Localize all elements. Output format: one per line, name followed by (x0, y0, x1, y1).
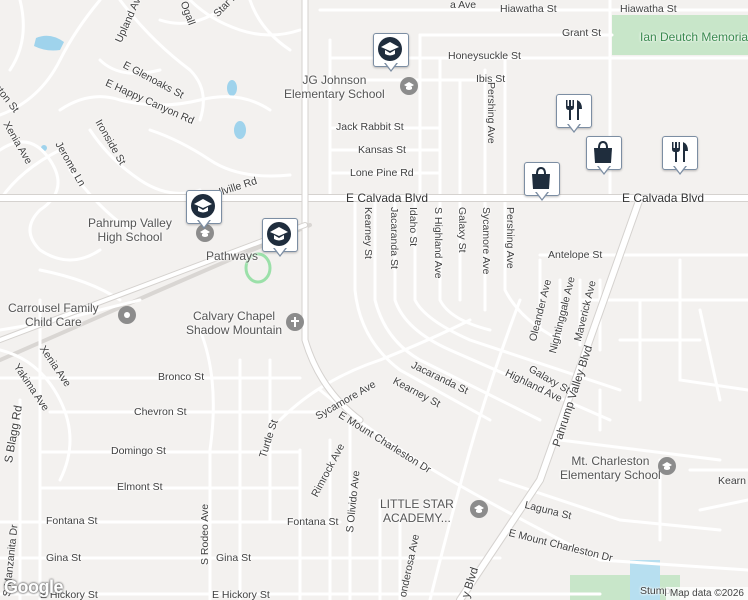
shopping-marker[interactable] (586, 136, 622, 178)
street-label: a Ave (450, 0, 477, 11)
street-label: E Hickory St (212, 589, 270, 600)
school-icon[interactable] (658, 457, 676, 475)
street-label: Stump (640, 585, 671, 597)
street-label: Elmont St (117, 481, 163, 493)
school-marker[interactable] (186, 190, 222, 232)
school-marker[interactable] (373, 33, 409, 75)
street-label: Fontana St (287, 516, 339, 528)
poi-name-jg-johnson[interactable]: JG Johnson Elementary School (284, 73, 385, 101)
street-label: E Hickory St (40, 589, 98, 600)
street-label: S Highland Ave (432, 207, 444, 279)
place-icon[interactable] (118, 306, 136, 324)
map-attribution[interactable]: Map data ©2026 (665, 587, 748, 600)
poi-name-carrousel[interactable]: Carrousel Family Child Care (8, 301, 99, 329)
poi-name-mt-charleston[interactable]: Mt. Charleston Elementary School (560, 454, 661, 482)
street-label: Grant St (562, 27, 602, 39)
street-label: Kansas St (358, 144, 406, 156)
school-marker[interactable] (262, 218, 298, 260)
street-label: Domingo St (111, 445, 166, 457)
poi-name-little-star[interactable]: LITTLE STAR ACADEMY... (380, 497, 454, 525)
street-label: Pershing Ave (485, 82, 497, 144)
street-label: Gina St (46, 552, 82, 564)
street-label: Antelope St (548, 249, 603, 261)
school-icon[interactable] (400, 77, 418, 95)
poi-name-calvary[interactable]: Calvary Chapel Shadow Mountain (186, 309, 283, 337)
street-label: Kearney St (362, 207, 374, 259)
shopping-bag-icon (532, 166, 550, 189)
street-label: Sycamore Ave (480, 207, 492, 275)
street-label: Hiawatha St (620, 3, 677, 15)
street-label: Bronco St (158, 371, 205, 383)
street-label: S Rodeo Ave (199, 503, 211, 565)
street-label: Galaxy St (456, 207, 468, 253)
restaurant-marker[interactable] (662, 136, 698, 178)
restaurant-icon (672, 142, 688, 162)
church-icon[interactable] (286, 313, 304, 331)
school-icon (378, 37, 402, 61)
poi-name-pathways[interactable]: Pathways (206, 249, 259, 263)
restaurant-marker[interactable] (556, 94, 592, 136)
poi-name-pahrump-high[interactable]: Pahrump Valley High School (88, 216, 172, 244)
street-label: Hiawatha St (500, 3, 557, 15)
street-label: Fontana St (46, 515, 98, 527)
shopping-bag-icon (594, 140, 612, 163)
street-label: Honeysuckle St (448, 50, 521, 62)
ian-deutch-park-area (612, 15, 748, 55)
poi-name-ian-deutch[interactable]: Ian Deutch Memorial Park (640, 30, 748, 44)
street-label: E Calvada Blvd (622, 191, 705, 205)
street-label: Kearn (718, 475, 747, 487)
street-label: Jacaranda St (388, 207, 400, 269)
shopping-marker[interactable] (524, 162, 560, 204)
school-icon (267, 222, 291, 246)
restaurant-icon (566, 100, 582, 120)
street-label: Chevron St (134, 406, 187, 418)
street-label: Jack Rabbit St (336, 121, 404, 133)
street-label: Pershing Ave (504, 207, 516, 269)
street-label: Ibis St (476, 73, 506, 85)
street-label: Lone Pine Rd (350, 167, 414, 179)
school-icon (191, 194, 215, 218)
street-label: E Calvada Blvd (346, 191, 429, 205)
school-icon[interactable] (470, 500, 488, 518)
google-logo: Google (4, 577, 64, 597)
street-label: Idaho St (407, 207, 419, 247)
street-label: Gina St (216, 552, 252, 564)
